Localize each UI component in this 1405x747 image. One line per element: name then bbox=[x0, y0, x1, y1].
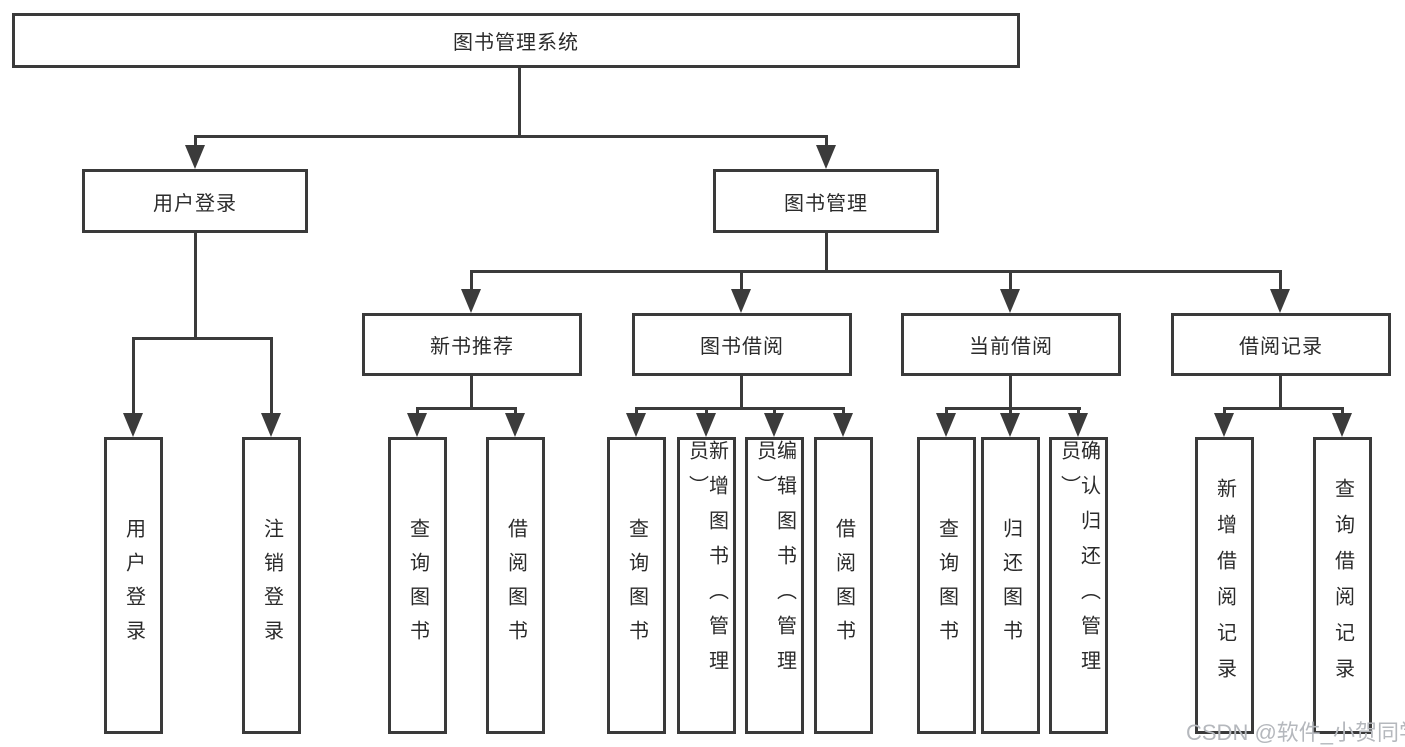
arrow-down-icon bbox=[1068, 413, 1088, 437]
connector-line bbox=[842, 407, 845, 413]
leaf-add-borrow-record: 新增借阅记录 bbox=[1195, 437, 1254, 734]
connector-line bbox=[635, 407, 638, 413]
connector-line bbox=[740, 376, 743, 407]
connector-line bbox=[416, 407, 419, 413]
leaf-query-books-borrowing: 查询图书 bbox=[607, 437, 666, 734]
connector-line bbox=[635, 407, 845, 410]
leaf-query-borrow-record: 查询借阅记录 bbox=[1313, 437, 1372, 734]
leaf-add-book-admin: 新增图书（管理员） bbox=[677, 437, 736, 734]
connector-line bbox=[1009, 270, 1012, 289]
node-book-borrowing-label: 图书借阅 bbox=[700, 336, 784, 358]
connector-line bbox=[194, 135, 828, 138]
connector-line bbox=[773, 407, 776, 413]
connector-line bbox=[514, 407, 517, 413]
connector-line bbox=[194, 233, 197, 337]
leaf-return-book-label: 归还图书 bbox=[999, 517, 1022, 654]
arrow-down-icon bbox=[626, 413, 646, 437]
leaf-borrow-books-recommend-label: 借阅图书 bbox=[504, 517, 527, 654]
connector-line bbox=[1341, 407, 1344, 413]
leaf-query-books-borrowing-label: 查询图书 bbox=[625, 517, 648, 654]
node-borrow-records-label: 借阅记录 bbox=[1239, 336, 1323, 358]
arrow-down-icon bbox=[505, 413, 525, 437]
arrow-down-icon bbox=[764, 413, 784, 437]
leaf-edit-book-admin: 编辑图书（管理员） bbox=[745, 437, 804, 734]
arrow-down-icon bbox=[1332, 413, 1352, 437]
leaf-borrow-books-recommend: 借阅图书 bbox=[486, 437, 545, 734]
leaf-borrow-books-borrowing: 借阅图书 bbox=[814, 437, 873, 734]
connector-line bbox=[825, 135, 828, 147]
connector-line bbox=[132, 337, 273, 340]
leaf-add-borrow-record-label: 新增借阅记录 bbox=[1213, 477, 1236, 694]
node-book-management-label: 图书管理 bbox=[784, 192, 868, 215]
arrow-down-icon bbox=[731, 289, 751, 313]
node-user-login: 用户登录 bbox=[82, 169, 308, 233]
leaf-return-book: 归还图书 bbox=[981, 437, 1040, 734]
connector-line bbox=[705, 407, 708, 413]
arrow-down-icon bbox=[407, 413, 427, 437]
connector-line bbox=[1279, 270, 1282, 289]
connector-line bbox=[945, 407, 948, 413]
connector-line bbox=[132, 337, 135, 413]
connector-line bbox=[1077, 407, 1080, 413]
node-book-borrowing: 图书借阅 bbox=[632, 313, 852, 376]
connector-line bbox=[1223, 407, 1344, 410]
arrow-down-icon bbox=[461, 289, 481, 313]
watermark: CSDN @软件_小贺同学 bbox=[1186, 720, 1405, 745]
node-new-book-recommend: 新书推荐 bbox=[362, 313, 582, 376]
node-current-borrowing-label: 当前借阅 bbox=[969, 336, 1053, 358]
arrow-down-icon bbox=[696, 413, 716, 437]
arrow-down-icon bbox=[123, 413, 143, 437]
node-borrow-records: 借阅记录 bbox=[1171, 313, 1391, 376]
connector-line bbox=[470, 270, 1282, 273]
connector-line bbox=[270, 337, 273, 413]
connector-line bbox=[416, 407, 517, 410]
connector-line bbox=[1009, 407, 1012, 413]
arrow-down-icon bbox=[1000, 413, 1020, 437]
arrow-down-icon bbox=[1270, 289, 1290, 313]
leaf-query-books-current: 查询图书 bbox=[917, 437, 976, 734]
connector-line bbox=[1223, 407, 1226, 413]
arrow-down-icon bbox=[1214, 413, 1234, 437]
node-root: 图书管理系统 bbox=[12, 13, 1020, 68]
node-current-borrowing: 当前借阅 bbox=[901, 313, 1121, 376]
leaf-add-book-admin-label: 新增图书（管理员） bbox=[685, 440, 728, 685]
connector-line bbox=[740, 270, 743, 289]
node-book-management: 图书管理 bbox=[713, 169, 939, 233]
connector-line bbox=[1009, 376, 1012, 407]
leaf-logout-label: 注销登录 bbox=[260, 517, 283, 654]
leaf-edit-book-admin-label: 编辑图书（管理员） bbox=[753, 440, 796, 685]
arrow-down-icon bbox=[261, 413, 281, 437]
node-root-label: 图书管理系统 bbox=[453, 32, 579, 54]
node-user-login-label: 用户登录 bbox=[153, 192, 237, 215]
leaf-query-borrow-record-label: 查询借阅记录 bbox=[1331, 477, 1354, 694]
leaf-user-login: 用户登录 bbox=[104, 437, 163, 734]
leaf-confirm-return-admin-label: 确认归还（管理员） bbox=[1057, 440, 1100, 685]
node-new-book-recommend-label: 新书推荐 bbox=[430, 336, 514, 358]
leaf-borrow-books-borrowing-label: 借阅图书 bbox=[832, 517, 855, 654]
connector-line bbox=[470, 270, 473, 289]
arrow-down-icon bbox=[1000, 289, 1020, 313]
connector-line bbox=[194, 135, 197, 147]
leaf-query-books-current-label: 查询图书 bbox=[935, 517, 958, 654]
connector-line bbox=[1279, 376, 1282, 407]
connector-line bbox=[518, 68, 521, 135]
connector-line bbox=[470, 376, 473, 407]
leaf-query-books-recommend: 查询图书 bbox=[388, 437, 447, 734]
leaf-query-books-recommend-label: 查询图书 bbox=[406, 517, 429, 654]
connector-line bbox=[825, 233, 828, 270]
connector-line bbox=[945, 407, 1081, 410]
leaf-confirm-return-admin: 确认归还（管理员） bbox=[1049, 437, 1108, 734]
leaf-user-login-label: 用户登录 bbox=[122, 517, 145, 654]
arrow-down-icon bbox=[185, 145, 205, 169]
arrow-down-icon bbox=[833, 413, 853, 437]
leaf-logout: 注销登录 bbox=[242, 437, 301, 734]
arrow-down-icon bbox=[816, 145, 836, 169]
arrow-down-icon bbox=[936, 413, 956, 437]
